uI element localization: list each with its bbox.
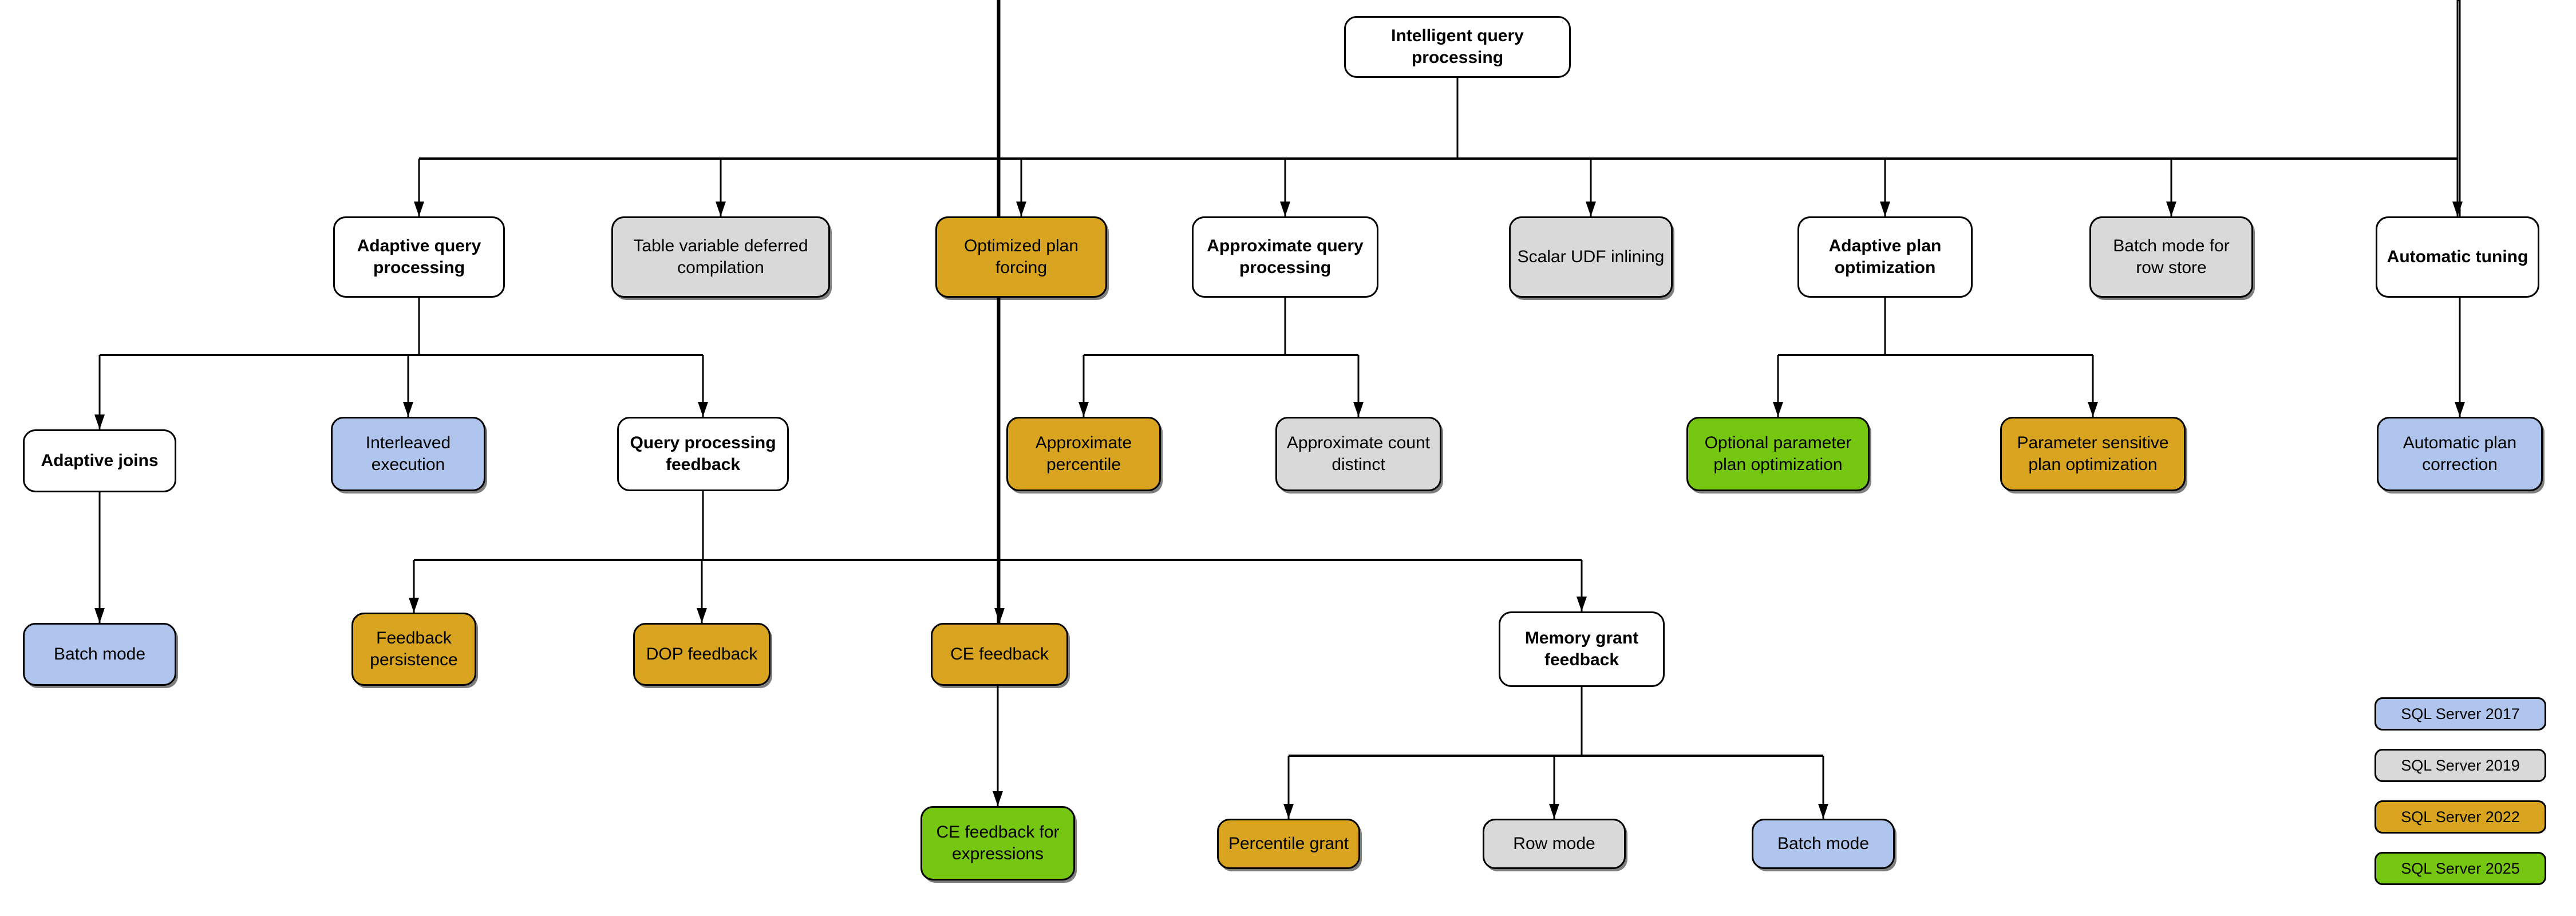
node-batch-mode-for-row-store[interactable]: Batch mode for row store: [2089, 216, 2253, 298]
node-automatic-plan-correction[interactable]: Automatic plan correction: [2377, 417, 2543, 491]
node-label: Approximate query processing: [1207, 236, 1364, 277]
node-label: Interleaved execution: [365, 433, 451, 474]
edge-arrowhead: [993, 791, 1003, 806]
node-label: Batch mode for row store: [2113, 236, 2230, 277]
legend-item-sql-server-2022[interactable]: SQL Server 2022: [2374, 800, 2546, 834]
node-label: Adaptive joins: [41, 451, 159, 470]
edge-arrowhead: [698, 402, 708, 417]
node-label: Optimized plan forcing: [963, 236, 1079, 277]
edge-arrowhead: [94, 608, 105, 623]
node-automatic-tuning[interactable]: Automatic tuning: [2376, 216, 2539, 298]
edge-arrowhead: [697, 608, 707, 623]
node-approximate-count-distinct[interactable]: Approximate count distinct: [1275, 417, 1441, 491]
node-label: Automatic plan correction: [2403, 433, 2517, 474]
edge-arrowhead: [1549, 804, 1559, 819]
edge-arrowhead: [2452, 202, 2463, 216]
edge-arrowhead: [1818, 804, 1828, 819]
edge-arrowhead: [94, 414, 105, 429]
node-label: Adaptive query processing: [357, 236, 481, 277]
node-optimized-plan-forcing[interactable]: Optimized plan forcing: [935, 216, 1107, 298]
node-query-processing-feedback[interactable]: Query processing feedback: [617, 417, 789, 491]
edge-arrowhead: [1773, 402, 1783, 417]
node-label: Scalar UDF inlining: [1517, 247, 1665, 266]
node-label: Parameter sensitive plan optimization: [2017, 433, 2169, 474]
node-dop-feedback[interactable]: DOP feedback: [633, 623, 771, 686]
node-label: Percentile grant: [1228, 834, 1349, 853]
node-label: Intelligent query processing: [1391, 26, 1524, 67]
node-approximate-percentile[interactable]: Approximate percentile: [1006, 417, 1161, 491]
node-label: Batch mode: [53, 644, 146, 664]
edge-arrowhead: [1880, 202, 1890, 216]
edge-arrowhead: [716, 202, 726, 216]
edge-arrowhead: [2455, 402, 2465, 417]
node-feedback-persistence[interactable]: Feedback persistence: [351, 613, 476, 686]
edge-arrowhead: [1016, 202, 1026, 216]
node-batch-mode-aj[interactable]: Batch mode: [23, 623, 176, 686]
node-interleaved-execution[interactable]: Interleaved execution: [331, 417, 485, 491]
node-root[interactable]: Intelligent query processing: [1344, 16, 1571, 78]
edge-arrowhead: [409, 598, 419, 613]
edge-arrowhead: [1577, 597, 1587, 611]
legend-item-sql-server-2025[interactable]: SQL Server 2025: [2374, 852, 2546, 885]
edge-arrowhead: [994, 608, 1005, 623]
node-scalar-udf-inlining[interactable]: Scalar UDF inlining: [1509, 216, 1673, 298]
node-parameter-sensitive-plan-optimization[interactable]: Parameter sensitive plan optimization: [2000, 417, 2186, 491]
node-ce-feedback[interactable]: CE feedback: [931, 623, 1068, 686]
node-batch-mode-mgf[interactable]: Batch mode: [1752, 819, 1895, 869]
node-label: Memory grant feedback: [1524, 628, 1639, 669]
node-memory-grant-feedback[interactable]: Memory grant feedback: [1499, 611, 1665, 687]
legend-item-label: SQL Server 2022: [2401, 808, 2520, 826]
node-label: Row mode: [1513, 834, 1595, 853]
node-percentile-grant[interactable]: Percentile grant: [1217, 819, 1360, 869]
edge-arrowhead: [1280, 202, 1290, 216]
node-adaptive-plan-optimization[interactable]: Adaptive plan optimization: [1797, 216, 1973, 298]
node-adaptive-joins[interactable]: Adaptive joins: [23, 429, 176, 492]
node-label: Automatic tuning: [2387, 247, 2528, 266]
node-table-variable-deferred-compilation[interactable]: Table variable deferred compilation: [611, 216, 830, 298]
node-label: DOP feedback: [646, 644, 758, 664]
legend-item-sql-server-2017[interactable]: SQL Server 2017: [2374, 697, 2546, 731]
node-optional-parameter-plan-optimization[interactable]: Optional parameter plan optimization: [1686, 417, 1870, 491]
node-ce-feedback-for-expressions[interactable]: CE feedback for expressions: [920, 806, 1075, 881]
node-approximate-query-processing[interactable]: Approximate query processing: [1192, 216, 1378, 298]
node-label: Approximate count distinct: [1286, 433, 1431, 474]
edge-arrowhead: [2166, 202, 2176, 216]
node-label: Adaptive plan optimization: [1828, 236, 1942, 277]
node-label: Batch mode: [1777, 834, 1870, 853]
edge-arrowhead: [1353, 402, 1364, 417]
node-label: CE feedback: [950, 644, 1049, 664]
node-row-mode[interactable]: Row mode: [1483, 819, 1626, 869]
edge-arrowhead: [414, 202, 424, 216]
node-label: Query processing feedback: [630, 433, 776, 474]
legend-item-label: SQL Server 2025: [2401, 859, 2520, 877]
edge-arrowhead: [1283, 804, 1294, 819]
edge-arrowhead: [403, 402, 413, 417]
node-label: CE feedback for expressions: [936, 822, 1060, 863]
legend-item-label: SQL Server 2019: [2401, 756, 2520, 774]
node-adaptive-query-processing[interactable]: Adaptive query processing: [333, 216, 505, 298]
legend-item-sql-server-2019[interactable]: SQL Server 2019: [2374, 749, 2546, 782]
legend-item-label: SQL Server 2017: [2401, 705, 2520, 722]
edge-arrowhead: [1586, 202, 1596, 216]
node-label: Approximate percentile: [1035, 433, 1132, 474]
edge-arrowhead: [2088, 402, 2098, 417]
node-label: Optional parameter plan optimization: [1704, 433, 1852, 474]
node-label: Table variable deferred compilation: [633, 236, 808, 277]
edge-arrowhead: [1078, 402, 1089, 417]
node-label: Feedback persistence: [370, 628, 458, 669]
